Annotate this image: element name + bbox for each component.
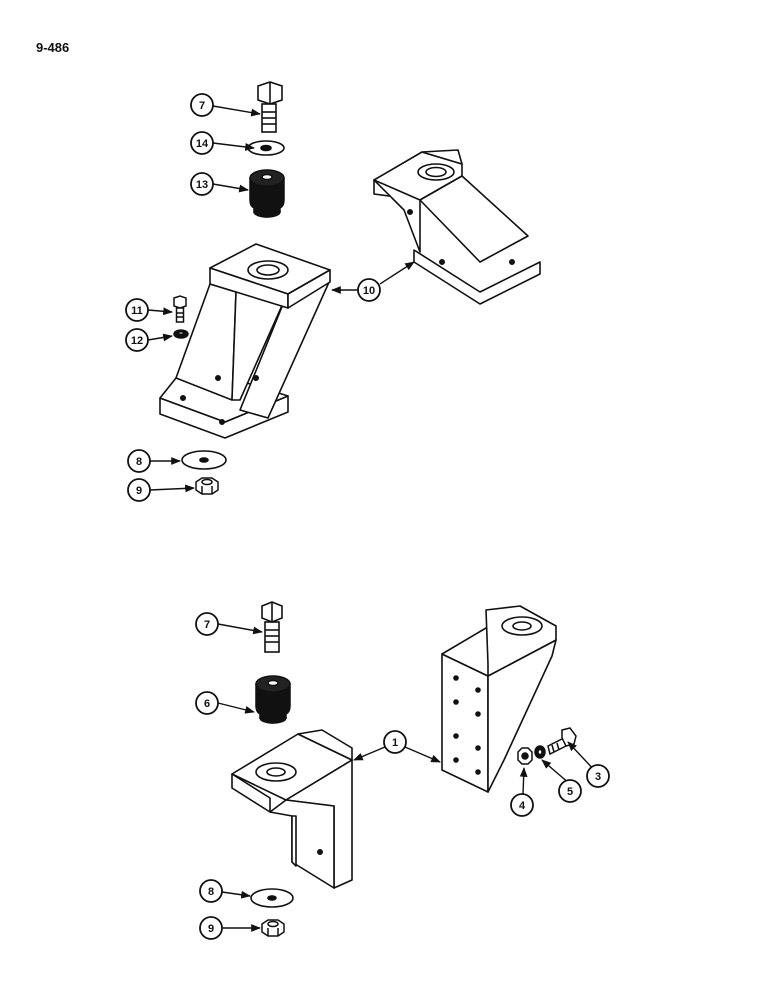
callout-8-bottom: 8 (199, 879, 223, 903)
callout-5: 5 (558, 779, 582, 803)
washer-part-14 (247, 140, 285, 156)
svg-text:8: 8 (208, 886, 214, 898)
svg-text:3: 3 (595, 771, 601, 783)
callout-7-bottom: 7 (195, 612, 219, 636)
callout-7-top: 7 (190, 93, 214, 117)
callout-14: 14 (190, 131, 214, 155)
callout-9-bottom: 9 (199, 916, 223, 940)
bracket-part-10-left (159, 243, 331, 439)
svg-text:12: 12 (131, 335, 143, 347)
bolt-part-11 (173, 295, 187, 323)
callout-8-top: 8 (127, 449, 151, 473)
svg-text:9: 9 (208, 923, 214, 935)
callout-3: 3 (586, 764, 610, 788)
nut-part-9-bottom (261, 919, 285, 937)
svg-text:4: 4 (519, 800, 526, 812)
leader-lines (147, 105, 598, 932)
svg-text:9: 9 (136, 485, 142, 497)
callout-4: 4 (510, 793, 534, 817)
svg-text:10: 10 (363, 285, 375, 297)
svg-text:1: 1 (392, 737, 398, 749)
callout-9-top: 9 (127, 478, 151, 502)
nut-part-4 (517, 747, 533, 765)
rubber-mount-part-6 (255, 675, 291, 724)
callout-6: 6 (195, 691, 219, 715)
svg-text:11: 11 (131, 305, 143, 317)
bolt-part-7-bottom (261, 601, 283, 653)
bolt-part-3 (547, 727, 577, 756)
svg-text:6: 6 (204, 698, 210, 710)
bolt-part-7-top (257, 81, 283, 133)
bracket-part-1-right (441, 605, 557, 793)
callout-13: 13 (190, 172, 214, 196)
lockwasher-part-12 (173, 329, 189, 339)
svg-text:13: 13 (196, 179, 208, 191)
svg-text:7: 7 (204, 619, 210, 631)
svg-text:8: 8 (136, 456, 142, 468)
svg-text:7: 7 (199, 100, 205, 112)
bracket-part-10-right (373, 149, 541, 305)
callout-12: 12 (125, 328, 149, 352)
callout-10: 10 (357, 278, 381, 302)
washer-part-8-bottom (250, 888, 294, 908)
bracket-part-1-left (231, 729, 353, 889)
callout-11: 11 (125, 298, 149, 322)
nut-part-9-top (195, 477, 219, 495)
svg-text:14: 14 (196, 138, 209, 150)
rubber-mount-part-13 (249, 169, 285, 218)
page-number: 9-486 (36, 40, 70, 55)
callout-1: 1 (383, 730, 407, 754)
lockwasher-part-5 (534, 745, 546, 759)
washer-part-8-top (181, 450, 227, 470)
svg-text:5: 5 (567, 786, 573, 798)
